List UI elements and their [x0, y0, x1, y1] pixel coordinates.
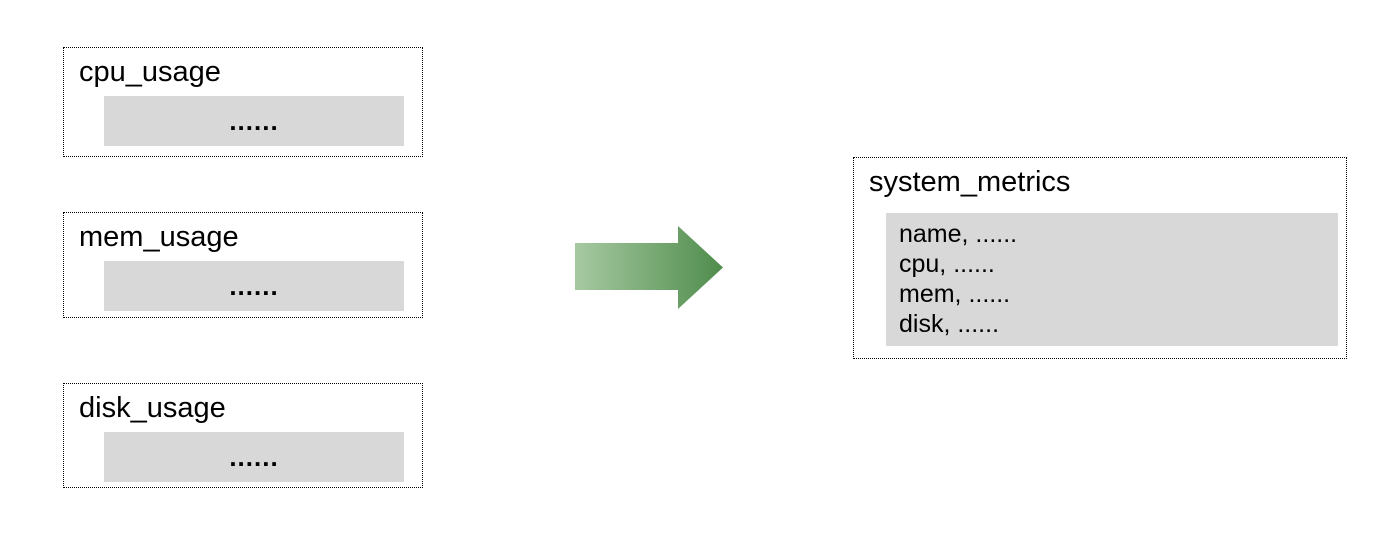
- table-rows-placeholder-mem: ......: [104, 261, 404, 311]
- source-table-disk-usage: disk_usage ......: [63, 383, 423, 488]
- result-row-name: name, ......: [899, 220, 1018, 248]
- result-row-disk: disk, ......: [899, 310, 1000, 338]
- source-table-cpu-usage: cpu_usage ......: [63, 47, 423, 157]
- table-title-disk-usage: disk_usage: [79, 392, 226, 424]
- table-rows-placeholder-cpu: ......: [104, 96, 404, 146]
- table-title-mem-usage: mem_usage: [79, 221, 239, 253]
- table-rows-placeholder-disk: ......: [104, 432, 404, 482]
- result-row-mem: mem, ......: [899, 280, 1011, 308]
- result-table-system-metrics: system_metrics name, ...... cpu, ...... …: [853, 157, 1347, 359]
- result-table-rows: name, ...... cpu, ...... mem, ...... dis…: [886, 213, 1338, 346]
- right-arrow-icon: [575, 226, 723, 309]
- table-title-cpu-usage: cpu_usage: [79, 56, 221, 88]
- result-row-cpu: cpu, ......: [899, 250, 995, 278]
- table-title-system-metrics: system_metrics: [869, 166, 1071, 198]
- source-table-mem-usage: mem_usage ......: [63, 212, 423, 318]
